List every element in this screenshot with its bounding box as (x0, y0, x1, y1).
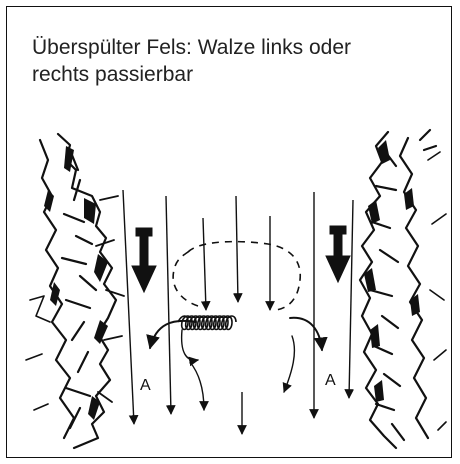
backflow-curl-center (190, 362, 204, 410)
left-rock-shading (44, 146, 108, 420)
flow-line-center-1 (203, 218, 206, 310)
roller-coil (178, 316, 236, 330)
flow-line-left-outer (123, 190, 134, 424)
passage-label-right: A (325, 372, 336, 389)
flow-line-center-2 (236, 196, 238, 302)
main-direction-arrows (132, 226, 350, 292)
backflow-curl-left (182, 330, 198, 360)
left-rock-wall (26, 134, 124, 448)
bold-arrow-right (326, 226, 350, 282)
current-flow-lines (123, 190, 353, 434)
flow-line-right-outer (349, 200, 353, 398)
deflection-arrows (150, 318, 322, 410)
flow-line-left-inner (166, 196, 171, 414)
bold-arrow-left (132, 228, 156, 292)
backflow-curl-right (284, 336, 294, 392)
passage-label-left: A (140, 377, 151, 394)
